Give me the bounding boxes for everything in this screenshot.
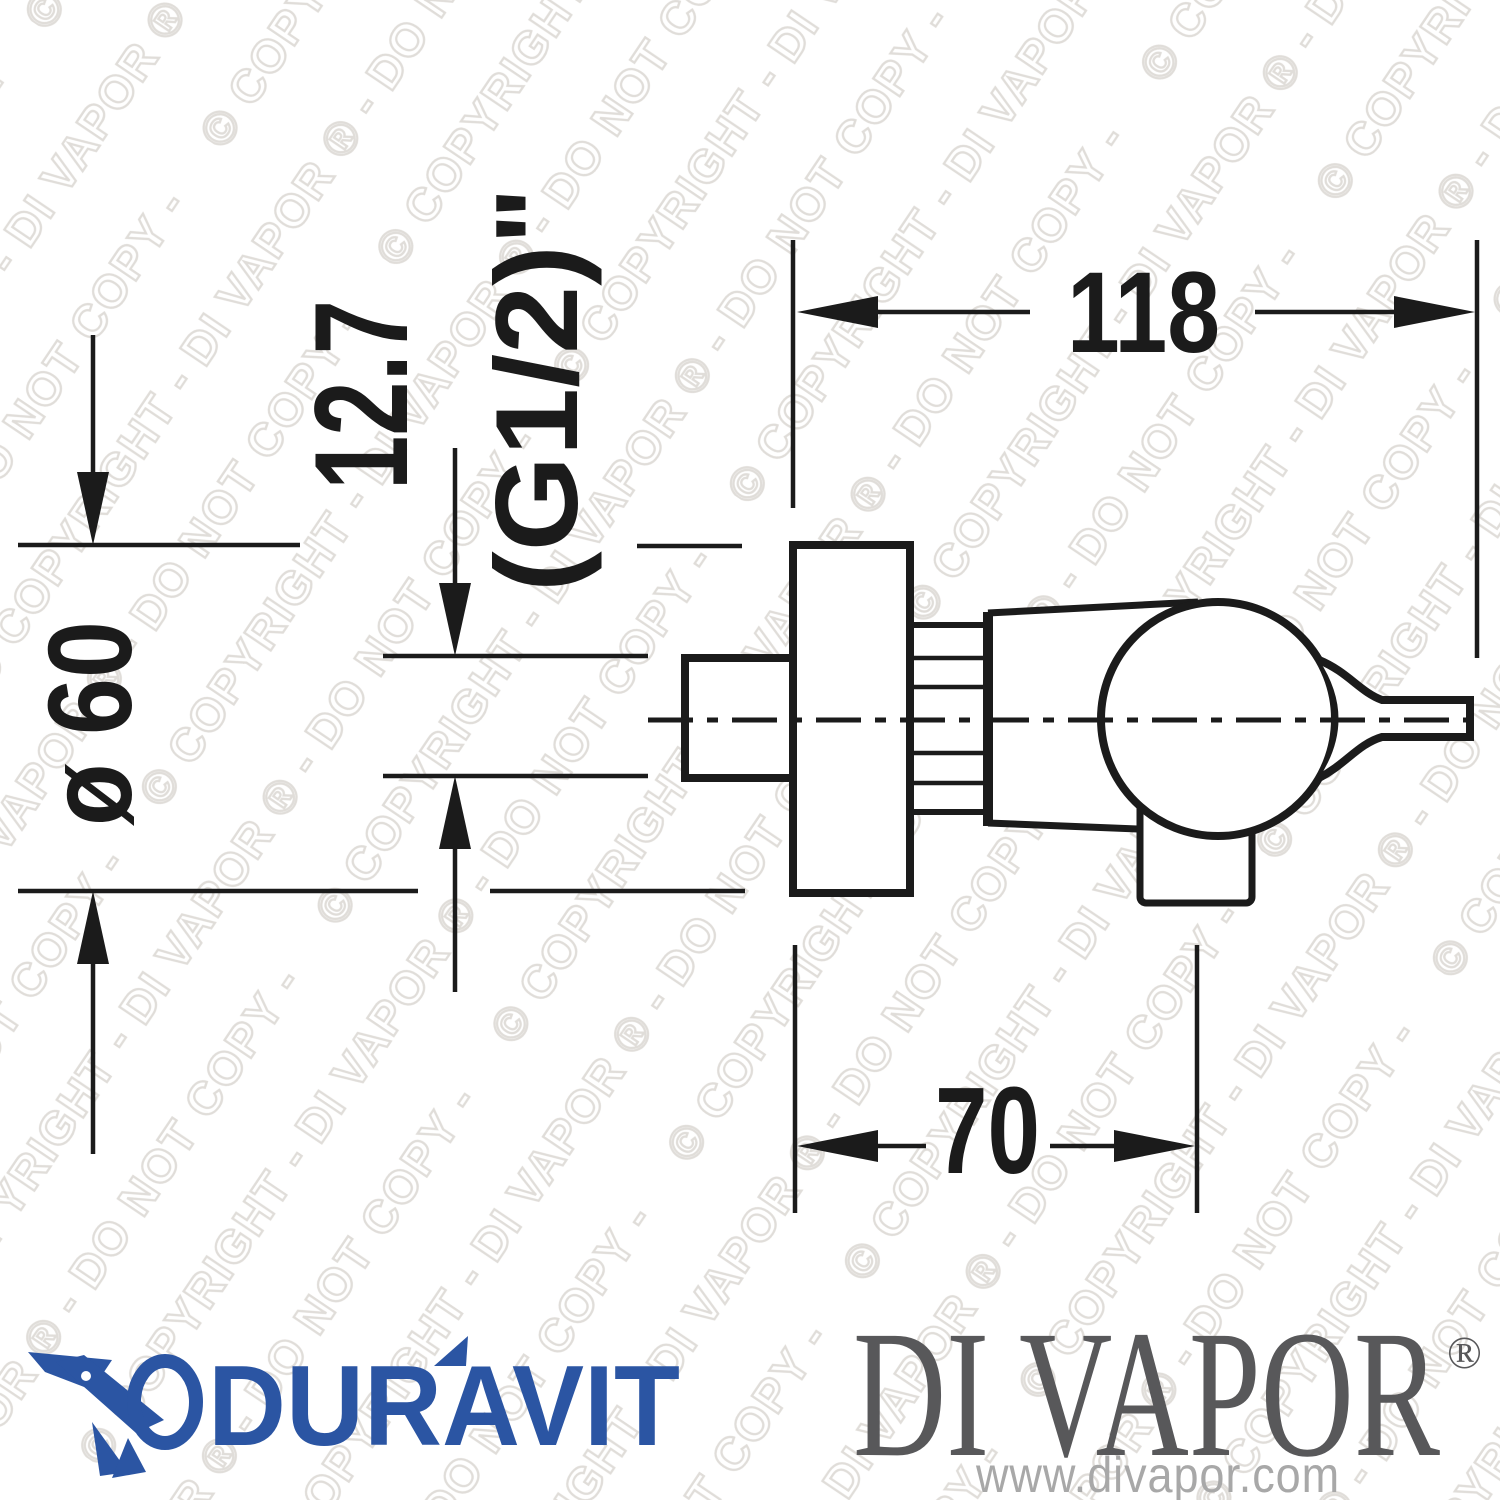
duravit-bird-icon <box>28 1352 203 1478</box>
dim-label-12-7: 12.7 <box>288 300 436 490</box>
duravit-logo: DURAVIT <box>28 1336 680 1478</box>
registered-mark-icon: ® <box>1447 1327 1482 1378</box>
divapor-logo: DI VAPOR ® www.divapor.com <box>853 1294 1482 1500</box>
fixture-threaded-connector <box>907 622 991 815</box>
arrow-right-icon <box>1114 1130 1195 1162</box>
arrow-up-icon <box>77 891 109 964</box>
bird-tail-shape <box>112 1438 146 1478</box>
arrow-down-icon <box>439 583 471 656</box>
bird-eye-dot <box>81 1371 91 1381</box>
arrow-right-icon <box>1394 296 1475 328</box>
bird-body-ring <box>127 1354 203 1450</box>
arrow-down-icon <box>77 472 109 545</box>
fixture-lever-handle <box>1317 656 1474 782</box>
cone-top-edge <box>987 598 1199 617</box>
divapor-url: www.divapor.com <box>975 1447 1340 1500</box>
arrow-left-icon <box>797 1130 878 1162</box>
dim-label-g12: (G1/2)" <box>471 187 602 592</box>
lever-outline <box>1317 656 1474 782</box>
dim-label-70: 70 <box>935 1063 1040 1200</box>
divapor-wordmark: DI VAPOR <box>853 1294 1440 1495</box>
fixture-side-view <box>648 541 1474 907</box>
dim-label-118: 118 <box>1067 249 1220 377</box>
duravit-a-apex <box>434 1336 468 1366</box>
arrow-up-icon <box>439 776 471 849</box>
arrow-left-icon <box>797 296 878 328</box>
dim-label-dia60: ø 60 <box>24 621 157 826</box>
dimension-annotations: 12.7 (G1/2)" ø 60 118 70 <box>18 187 1480 1213</box>
